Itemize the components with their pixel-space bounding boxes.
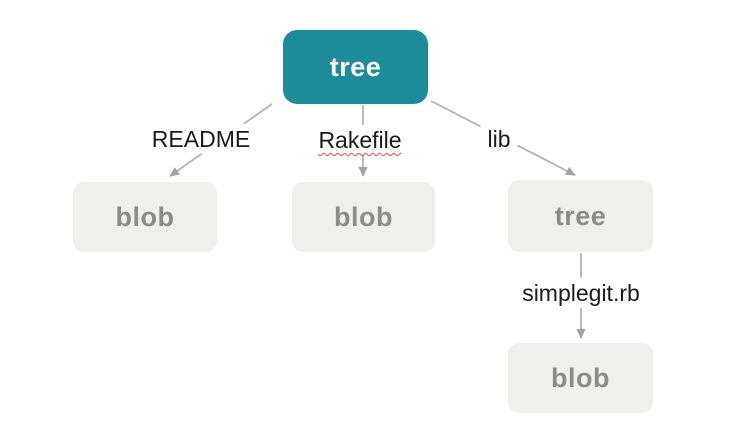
edge-label-simplegit-rb: simplegit.rb	[515, 277, 647, 309]
node-tree-lib: tree	[508, 180, 653, 252]
edge-label-lib: lib	[480, 123, 518, 155]
node-tree-lib-label: tree	[554, 200, 607, 231]
node-blob-rakefile: blob	[292, 182, 435, 252]
edge-label-rakefile: Rakefile	[311, 124, 409, 156]
node-blob-readme-label: blob	[115, 201, 175, 232]
node-blob-simplegit: blob	[508, 343, 653, 413]
node-blob-readme: blob	[73, 182, 217, 252]
node-tree-root: tree	[283, 30, 428, 104]
edge-label-readme: README	[144, 123, 258, 155]
node-blob-simplegit-label: blob	[551, 362, 610, 393]
node-tree-root-label: tree	[329, 51, 382, 82]
node-blob-rakefile-label: blob	[334, 201, 393, 232]
